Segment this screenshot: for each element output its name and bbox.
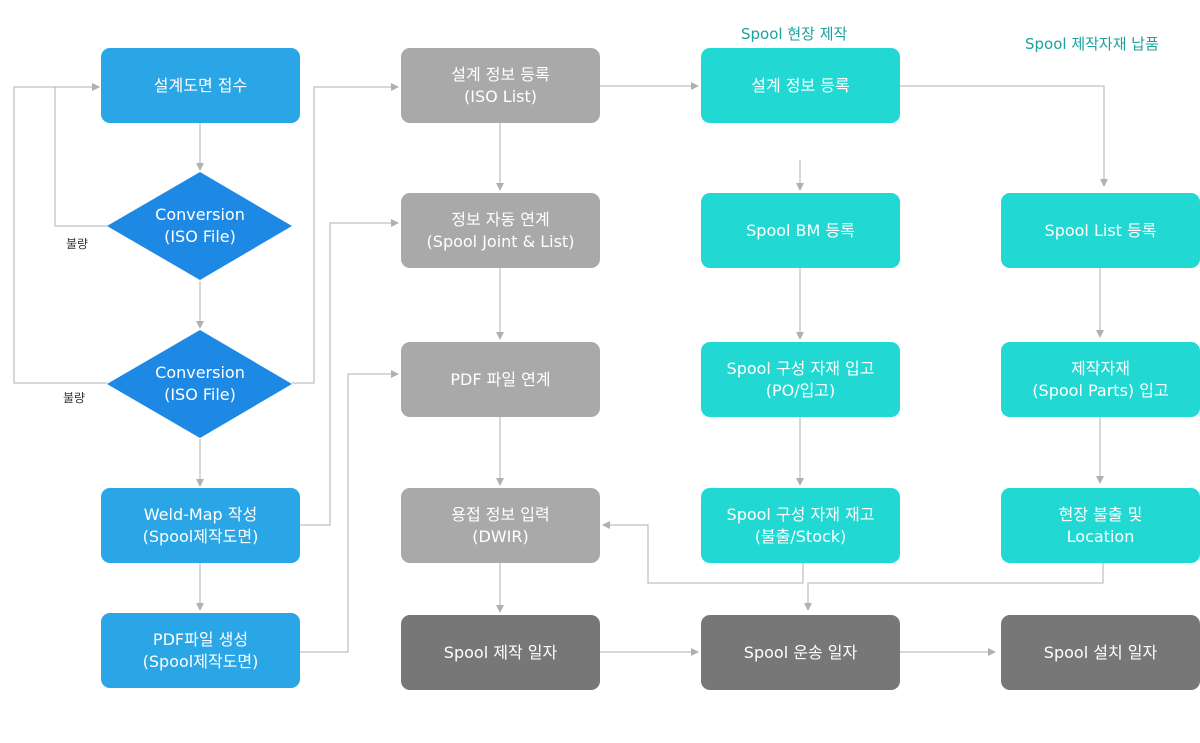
node-fab-date[interactable]: Spool 제작 일자 <box>401 615 600 690</box>
arrow-register3-list <box>900 85 1108 187</box>
node-pdf-link[interactable]: PDF 파일 연계 <box>401 342 600 417</box>
node-spool-list[interactable]: Spool List 등록 <box>1001 193 1200 268</box>
node-weldmap[interactable]: Weld-Map 작성 (Spool제작도면) <box>101 488 300 563</box>
loop-defect1 <box>54 83 107 227</box>
node-drawing-receive[interactable]: 설계도면 접수 <box>101 48 300 123</box>
arrow-pdfgen-pdflink <box>300 370 399 653</box>
arrow-weldmap-link <box>300 219 399 526</box>
node-spool-bm[interactable]: Spool BM 등록 <box>701 193 900 268</box>
diamond-conversion-2 <box>107 330 292 438</box>
node-conversion-2[interactable]: Conversion (ISO File) <box>155 363 245 404</box>
node-site-issue[interactable]: 현장 불출 및 Location <box>1001 488 1200 563</box>
node-material-stock[interactable]: Spool 구성 자재 재고 (불출/Stock) <box>701 488 900 563</box>
label-defect-2: 불량 <box>63 391 86 405</box>
header-site: Spool 현장 제작 <box>741 25 848 43</box>
node-parts-inbound[interactable]: 제작자재 (Spool Parts) 입고 <box>1001 342 1200 417</box>
diamond-conversion-1 <box>107 172 292 280</box>
node-conversion-1[interactable]: Conversion (ISO File) <box>155 205 245 246</box>
node-design-register[interactable]: 설계 정보 등록 (ISO List) <box>401 48 600 123</box>
node-pdf-generate[interactable]: PDF파일 생성 (Spool제작도면) <box>101 613 300 688</box>
header-delivery: Spool 제작자재 납품 <box>1025 35 1159 53</box>
node-site-register[interactable]: 설계 정보 등록 <box>701 48 900 123</box>
loop-defect2 <box>13 83 107 384</box>
label-defect-1: 불량 <box>66 237 89 251</box>
node-install-date[interactable]: Spool 설치 일자 <box>1001 615 1200 690</box>
node-weld-input[interactable]: 용접 정보 입력 (DWIR) <box>401 488 600 563</box>
arrow-conv2-register <box>292 83 399 384</box>
node-transport-date[interactable]: Spool 운송 일자 <box>701 615 900 690</box>
node-auto-link[interactable]: 정보 자동 연계 (Spool Joint & List) <box>401 193 600 268</box>
arrow-stock-weldinput <box>602 521 804 584</box>
node-material-inbound[interactable]: Spool 구성 자재 입고 (PO/입고) <box>701 342 900 417</box>
arrow-issue-transport <box>804 563 1104 611</box>
